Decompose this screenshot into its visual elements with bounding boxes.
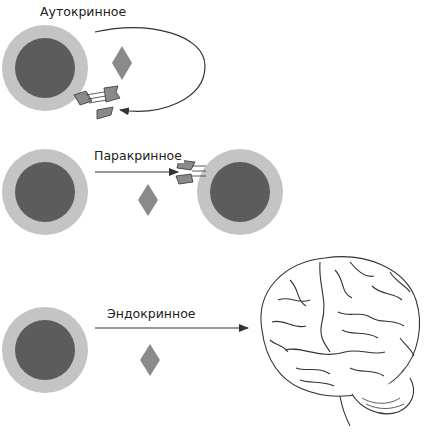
signal-molecule [138, 184, 158, 216]
receptor [74, 86, 120, 119]
signal-molecule [140, 344, 160, 376]
loop-arrow [95, 28, 205, 111]
receptor [176, 160, 206, 184]
signal-molecule [112, 46, 132, 80]
endocrine-arrow [95, 327, 248, 328]
paracrine-arrow [95, 171, 178, 172]
mode-label: Паракринное [92, 148, 184, 163]
endocrine-cell [2, 307, 88, 393]
autocrine-cell [2, 25, 88, 111]
brain [261, 257, 420, 426]
mode-label: Аутокринное [38, 4, 128, 19]
target-cell [197, 149, 283, 235]
mode-label: Эндокринное [105, 306, 197, 321]
secreting-cell [2, 149, 88, 235]
